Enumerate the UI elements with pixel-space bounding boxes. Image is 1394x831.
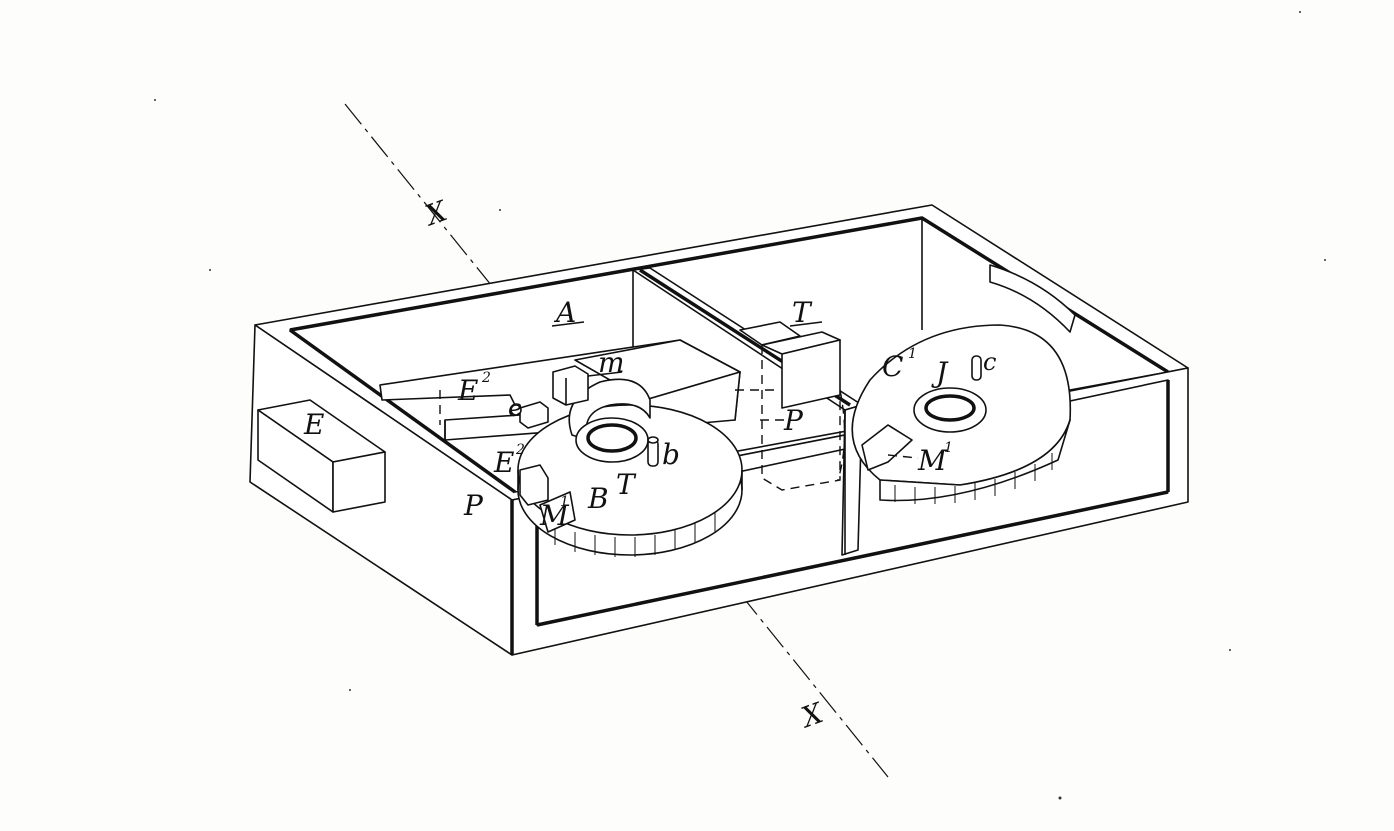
label-x-top: X: [419, 194, 452, 233]
label-e2-low-sup: 2: [515, 442, 525, 458]
label-e: E: [303, 408, 324, 441]
label-e-small: e: [508, 394, 522, 422]
label-e2-low: E: [493, 446, 514, 479]
block-m: [553, 366, 588, 405]
box-e-front: [333, 452, 385, 512]
label-c1-sup: 1: [908, 346, 917, 362]
label-c1: C: [882, 350, 903, 383]
pin-c: [972, 356, 981, 380]
label-e2-top: E: [457, 374, 478, 407]
label-b: B: [587, 482, 609, 515]
label-e2-top-sup: 2: [481, 370, 491, 386]
label-p-left: P: [463, 489, 484, 522]
label-t-mid: T: [616, 468, 637, 501]
label-m1-right-sup: 1: [944, 440, 953, 456]
pin-b-top: [648, 437, 658, 443]
label-b-small: b: [662, 438, 680, 471]
label-p-mid: P: [783, 404, 804, 437]
label-c-small: c: [983, 348, 996, 376]
label-x-bottom: X: [795, 696, 828, 735]
label-m1-left-sup: 1: [560, 494, 569, 510]
pin-b: [648, 440, 658, 466]
